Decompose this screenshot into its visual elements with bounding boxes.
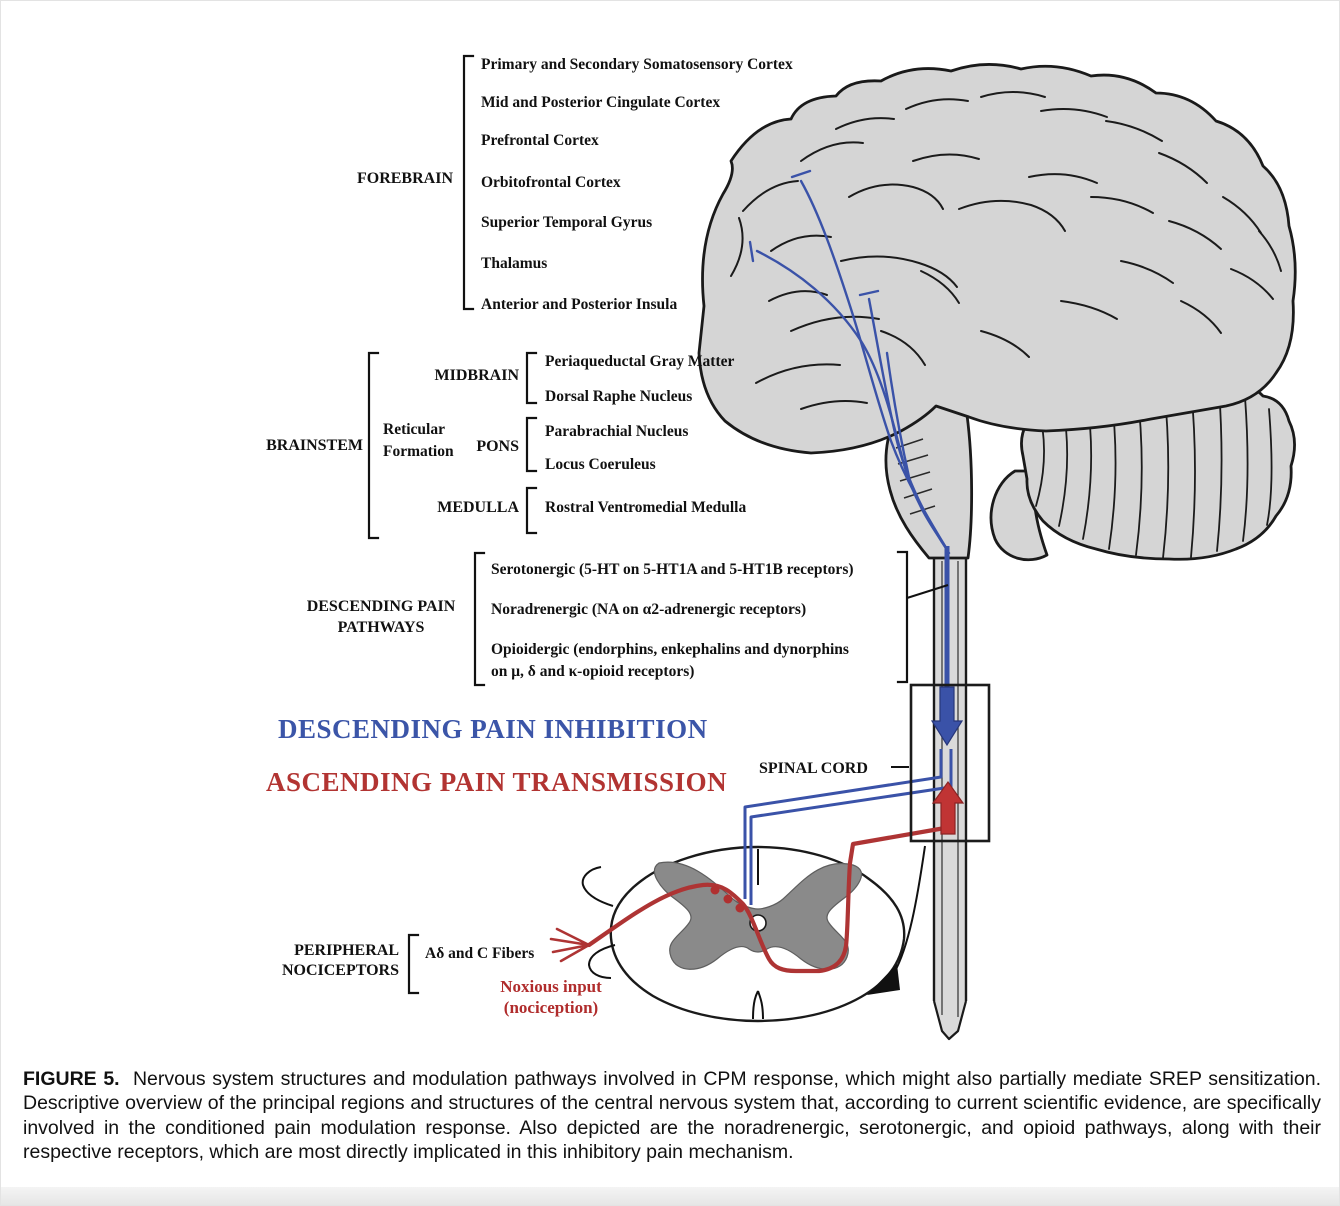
synapse-dots xyxy=(710,885,745,913)
descending-pain-inhibition-title: DESCENDING PAIN INHIBITION xyxy=(278,714,708,744)
descending-arrow xyxy=(930,686,964,747)
pathway-item-serotonergic: Serotonergic (5-HT on 5-HT1A and 5-HT1B … xyxy=(491,561,854,578)
noxious-input-label-line2: (nociception) xyxy=(504,998,598,1017)
figure-caption: FIGURE 5. Nervous system structures and … xyxy=(23,1067,1321,1165)
ascending-transmission-line xyxy=(549,825,948,974)
forebrain-item: Superior Temporal Gyrus xyxy=(481,214,652,231)
peripheral-label-line1: PERIPHERAL xyxy=(294,942,399,959)
forebrain-item: Primary and Secondary Somatosensory Cort… xyxy=(481,56,793,73)
brainstem-group: BRAINSTEM Reticular Formation MIDBRAIN P… xyxy=(266,353,746,516)
midbrain-item: Dorsal Raphe Nucleus xyxy=(545,388,692,405)
pathways-pointer-line xyxy=(906,584,949,599)
pathway-item-noradrenergic: Noradrenergic (NA on α2-adrenergic recep… xyxy=(491,601,806,618)
peripheral-bracket xyxy=(407,933,420,995)
pons-label: PONS xyxy=(476,438,519,455)
forebrain-item: Mid and Posterior Cingulate Cortex xyxy=(481,94,720,111)
descending-left-bracket xyxy=(473,551,486,687)
pons-bracket xyxy=(525,416,538,473)
cpm-pathways-diagram: FOREBRAIN Primary and Secondary Somatose… xyxy=(266,54,1297,1041)
forebrain-item: Anterior and Posterior Insula xyxy=(481,296,677,313)
brainstem-label: BRAINSTEM xyxy=(266,437,363,454)
midbrain-label: MIDBRAIN xyxy=(435,367,520,384)
pathway-item-opioidergic-line2: on μ, δ and κ-opioid receptors) xyxy=(491,663,694,680)
reticular-formation-label-line1: Reticular xyxy=(383,421,445,438)
pons-item: Locus Coeruleus xyxy=(545,456,656,473)
forebrain-item: Orbitofrontal Cortex xyxy=(481,174,621,191)
ascending-pain-transmission-title: ASCENDING PAIN TRANSMISSION xyxy=(266,767,727,797)
cerebrum xyxy=(697,63,1297,455)
medulla-item: Rostral Ventromedial Medulla xyxy=(545,499,746,516)
forebrain-item: Thalamus xyxy=(481,255,547,272)
ascending-arrow xyxy=(931,780,965,835)
brainstem-bracket xyxy=(367,351,380,540)
peripheral-label-line2: NOCICEPTORS xyxy=(282,962,399,979)
spinal-cross-section xyxy=(581,845,906,1023)
figure-caption-text: Nervous system structures and modulation… xyxy=(23,1067,1321,1164)
cerebrum-sulci xyxy=(730,91,1282,410)
forebrain-bracket xyxy=(462,54,475,311)
midbrain-bracket xyxy=(525,351,538,405)
descending-right-bracket xyxy=(896,550,909,684)
descending-fibers-blue xyxy=(748,169,951,687)
pathway-item-opioidergic-line1: Opioidergic (endorphins, enkephalins and… xyxy=(491,641,849,658)
pons-item: Parabrachial Nucleus xyxy=(545,423,688,440)
forebrain-label: FOREBRAIN xyxy=(357,170,453,187)
descending-inhibition-line xyxy=(743,749,953,905)
spinal-cord-label: SPINAL CORD xyxy=(759,760,868,777)
forebrain-item: Prefrontal Cortex xyxy=(481,132,599,149)
forebrain-group: FOREBRAIN Primary and Secondary Somatose… xyxy=(357,56,793,313)
cross-section-pointer xyxy=(867,845,926,995)
page-bottom-band xyxy=(1,1187,1339,1205)
reticular-formation-label-line2: Formation xyxy=(383,443,454,460)
medulla-label: MEDULLA xyxy=(437,499,519,516)
figure-caption-tag: FIGURE 5. xyxy=(23,1067,120,1090)
midbrain-item: Periaqueductal Gray Matter xyxy=(545,353,735,370)
medulla-bracket xyxy=(525,486,538,535)
fiber-terminal-fan xyxy=(549,927,591,963)
fibers-label: Aδ and C Fibers xyxy=(425,945,534,962)
peripheral-nociceptors-group: PERIPHERAL NOCICEPTORS Aδ and C Fibers N… xyxy=(282,942,602,1017)
spinal-cord-box xyxy=(909,683,991,843)
descending-pathways-label-line1: DESCENDING PAIN xyxy=(307,598,456,615)
descending-pathways-label-line2: PATHWAYS xyxy=(338,619,425,636)
descending-pathways-group: DESCENDING PAIN PATHWAYS Serotonergic (5… xyxy=(307,561,854,680)
noxious-input-label-line1: Noxious input xyxy=(500,977,602,996)
